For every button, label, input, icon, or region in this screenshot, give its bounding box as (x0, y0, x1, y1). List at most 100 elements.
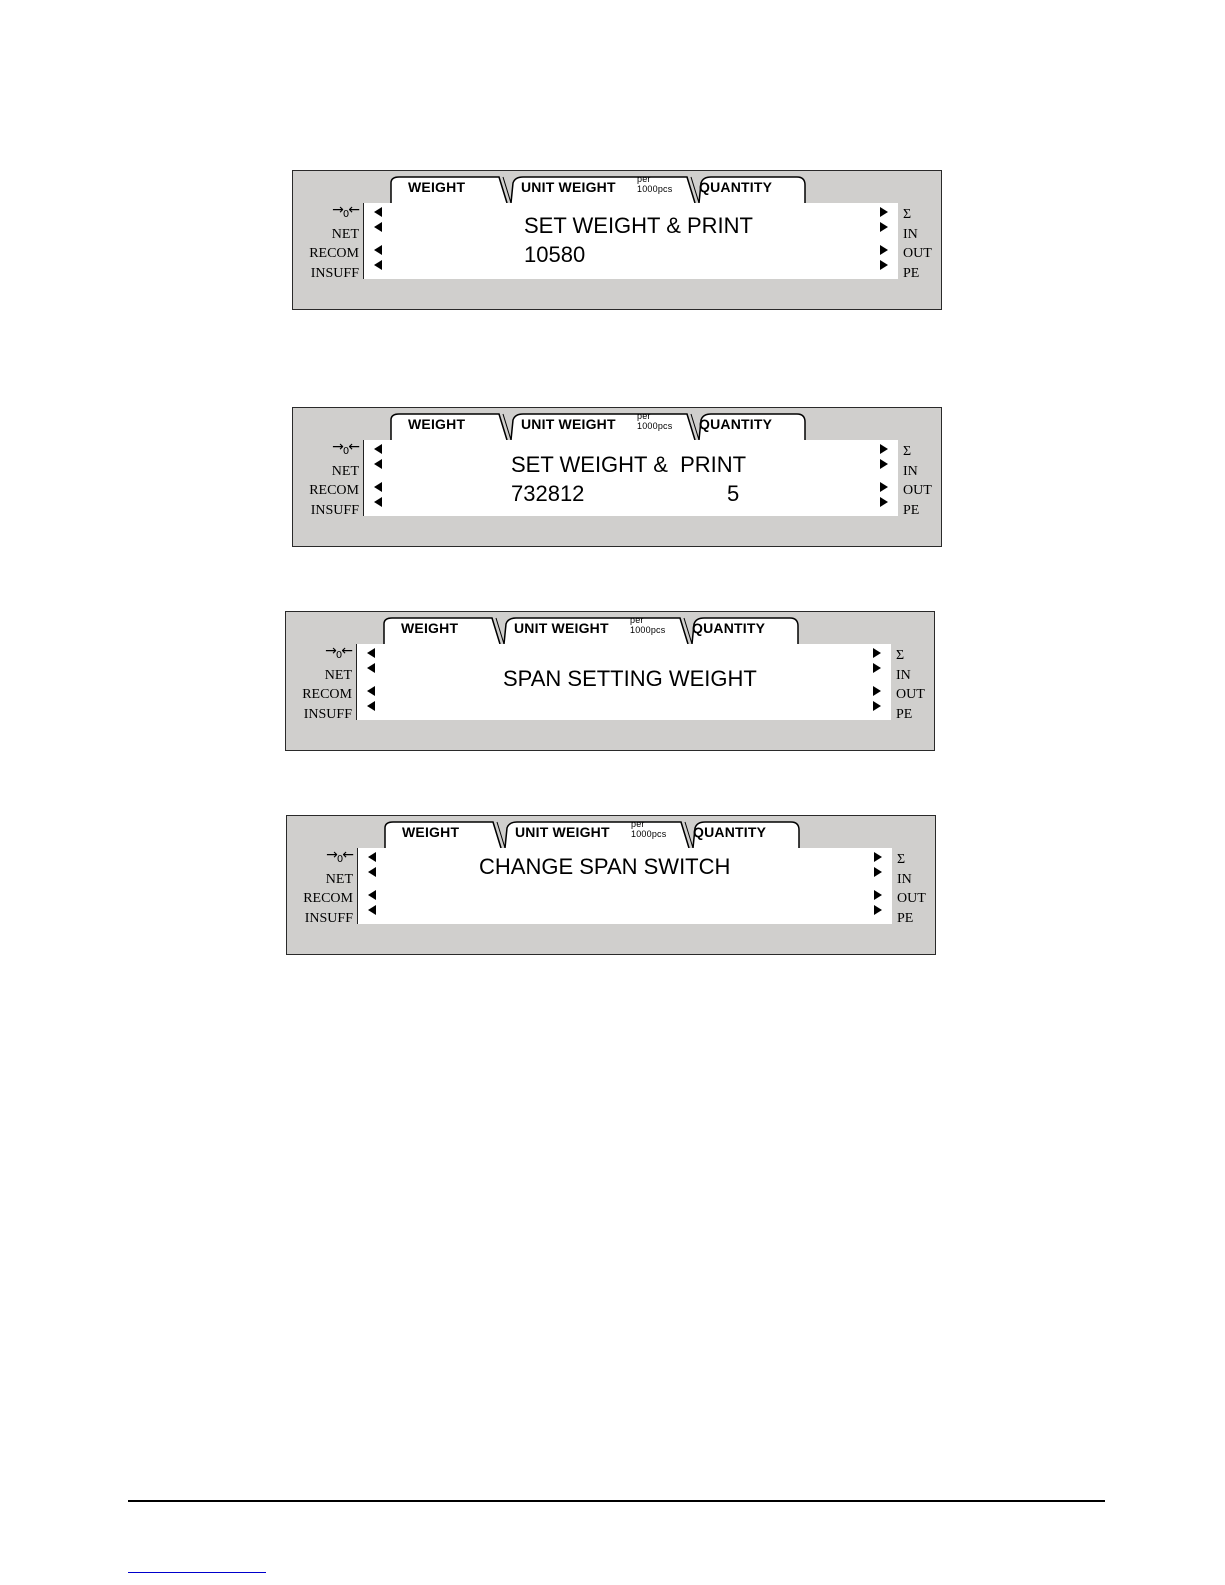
left-triangle-icon (368, 905, 376, 915)
zero-indicator: →0← (297, 438, 360, 462)
right-triangle-icon (880, 497, 888, 507)
right-triangle-icon (873, 701, 881, 711)
right-triangle-icon (873, 663, 881, 673)
zero-arrow-right-icon: → (332, 439, 344, 455)
sigma-indicator: Σ (903, 207, 912, 222)
zero-arrow-left-icon: ← (348, 439, 360, 455)
right-triangle-icon (880, 482, 888, 492)
tab-weight[interactable]: WEIGHT (408, 416, 466, 432)
display-line-1: SPAN SETTING WEIGHT (503, 666, 757, 691)
tab-bar: WEIGHT UNIT WEIGHT per 1000pcs QUANTITY (384, 819, 805, 849)
tab-unit-per: per (637, 174, 651, 184)
right-triangle-icon (880, 444, 888, 454)
right-triangle-icon (874, 867, 882, 877)
left-triangle-icon (374, 245, 382, 255)
tab-unit-weight[interactable]: UNIT WEIGHT per 1000pcs (521, 174, 672, 195)
left-triangle-icon (368, 867, 376, 877)
out-indicator: OUT (896, 687, 925, 702)
left-indicators: →0← NET RECOM INSUFF (297, 438, 360, 520)
left-triangle-icon (374, 260, 382, 270)
recom-indicator: RECOM (302, 687, 352, 702)
pe-indicator: PE (903, 502, 920, 518)
tab-unit-weight[interactable]: UNIT WEIGHT per 1000pcs (515, 819, 666, 840)
left-triangle-icon (367, 701, 375, 711)
out-indicator: OUT (903, 483, 932, 498)
display-line-1: SET WEIGHT & PRINT (524, 213, 753, 238)
display-panel-2: WEIGHT UNIT WEIGHT per 1000pcs QUANTITY … (292, 407, 942, 547)
tab-unit-weight-label: UNIT WEIGHT (514, 620, 609, 636)
tab-quantity[interactable]: QUANTITY (699, 416, 773, 432)
tab-weight[interactable]: WEIGHT (401, 620, 459, 636)
zero-arrow-left-icon: ← (342, 847, 354, 863)
left-triangle-icon (374, 222, 382, 232)
right-triangle-icon (874, 905, 882, 915)
tab-unit-weight-label: UNIT WEIGHT (521, 416, 616, 432)
right-indicators: Σ IN OUT PE (903, 442, 932, 520)
in-indicator: IN (903, 463, 918, 479)
display-panel-3: WEIGHT UNIT WEIGHT per 1000pcs QUANTITY … (285, 611, 935, 751)
zero-indicator: →0← (290, 642, 353, 666)
tab-unit-pcs: 1000pcs (630, 625, 666, 635)
right-triangle-icon (880, 207, 888, 217)
left-indicators: →0← NET RECOM INSUFF (291, 846, 354, 928)
right-triangle-icon (880, 245, 888, 255)
right-triangle-icon (874, 852, 882, 862)
tab-unit-per: per (630, 615, 644, 625)
recom-indicator: RECOM (309, 483, 359, 498)
tab-outline (384, 821, 800, 849)
left-triangle-icon (374, 444, 382, 454)
left-triangle-icon (368, 890, 376, 900)
right-triangle-icon (880, 260, 888, 270)
right-indicators: Σ IN OUT PE (897, 850, 926, 928)
out-indicator: OUT (903, 246, 932, 261)
lcd-display: SET WEIGHT & PRINT 10580 (363, 203, 898, 279)
tab-quantity[interactable]: QUANTITY (699, 179, 773, 195)
insuff-indicator: INSUFF (310, 265, 359, 281)
pe-indicator: PE (896, 706, 913, 722)
left-triangle-icon (374, 459, 382, 469)
right-indicators: Σ IN OUT PE (896, 646, 925, 724)
lcd-display: CHANGE SPAN SWITCH (357, 848, 892, 924)
in-indicator: IN (897, 871, 912, 887)
zero-digit: 0 (335, 650, 342, 661)
display-line-2-right: 5 (727, 481, 740, 506)
footer-divider (128, 1500, 1105, 1502)
tab-unit-weight[interactable]: UNIT WEIGHT per 1000pcs (514, 615, 665, 636)
lcd-display: SET WEIGHT & PRINT 732812 5 (363, 440, 898, 516)
left-indicators: →0← NET RECOM INSUFF (290, 642, 353, 724)
left-triangle-icon (368, 852, 376, 862)
tab-quantity[interactable]: QUANTITY (692, 620, 766, 636)
zero-arrow-right-icon: → (332, 202, 344, 218)
tab-unit-weight[interactable]: UNIT WEIGHT per 1000pcs (521, 411, 672, 432)
left-triangle-icon (374, 497, 382, 507)
net-indicator: NET (331, 226, 359, 242)
in-indicator: IN (903, 226, 918, 242)
left-triangle-icon (367, 648, 375, 658)
left-triangle-icon (367, 686, 375, 696)
tab-quantity[interactable]: QUANTITY (693, 824, 767, 840)
left-triangle-icon (367, 663, 375, 673)
tab-unit-pcs: 1000pcs (631, 829, 667, 839)
insuff-indicator: INSUFF (304, 910, 353, 926)
left-triangle-icon (374, 482, 382, 492)
tab-unit-per: per (631, 819, 645, 829)
zero-arrow-right-icon: → (326, 847, 338, 863)
zero-indicator: →0← (297, 201, 360, 225)
tab-weight[interactable]: WEIGHT (402, 824, 460, 840)
footer-link-underline[interactable] (128, 1572, 266, 1573)
sigma-indicator: Σ (903, 444, 912, 459)
zero-arrow-right-icon: → (325, 643, 337, 659)
tab-bar: WEIGHT UNIT WEIGHT per 1000pcs QUANTITY (390, 174, 811, 204)
zero-arrow-left-icon: ← (341, 643, 353, 659)
tab-weight[interactable]: WEIGHT (408, 179, 466, 195)
display-line-1: CHANGE SPAN SWITCH (479, 854, 731, 879)
insuff-indicator: INSUFF (310, 502, 359, 518)
zero-arrow-left-icon: ← (348, 202, 360, 218)
net-indicator: NET (331, 463, 359, 479)
display-panel-1: WEIGHT UNIT WEIGHT per 1000pcs QUANTITY … (292, 170, 942, 310)
tab-unit-pcs: 1000pcs (637, 184, 673, 194)
recom-indicator: RECOM (303, 891, 353, 906)
pe-indicator: PE (903, 265, 920, 281)
display-line-1: SET WEIGHT & PRINT (511, 452, 747, 477)
right-triangle-icon (880, 459, 888, 469)
